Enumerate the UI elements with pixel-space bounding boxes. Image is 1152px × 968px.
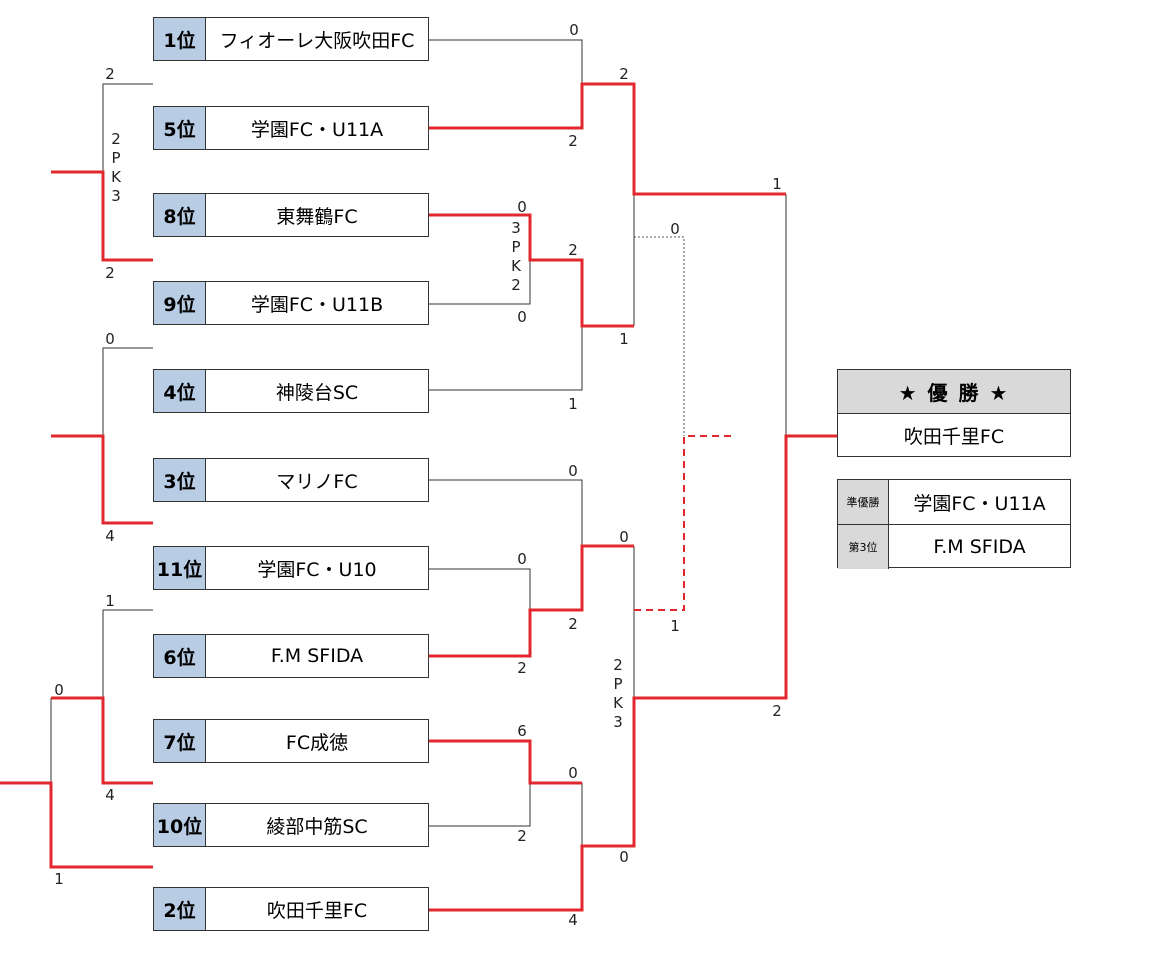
score: 0 <box>619 848 629 866</box>
score: 2 <box>772 702 782 720</box>
bracket-line <box>51 696 153 785</box>
team-rank: 5位 <box>154 107 206 149</box>
score: 0 <box>517 198 527 216</box>
team-name: フィオーレ大阪吹田FC <box>219 29 415 52</box>
champion-title: ★ 優 勝 ★ <box>838 370 1070 414</box>
champion-name: 吹田千里FC <box>903 426 1005 448</box>
team-name: 学園FC・U11B <box>250 293 384 316</box>
result-row: 準優勝 学園FC・U11A <box>838 480 1070 524</box>
score: 1 <box>772 175 782 193</box>
team-rank: 2位 <box>154 888 206 930</box>
team-rank: 1位 <box>154 18 206 60</box>
score: 2 <box>568 241 578 259</box>
score: 0 <box>569 21 579 39</box>
team-name: 神陵台SC <box>275 381 359 404</box>
result-label: 第3位 <box>838 525 889 569</box>
team-box: 9位 学園FC・U11B <box>153 281 429 325</box>
team-rank: 9位 <box>154 282 206 324</box>
loser-paths <box>50 39 787 846</box>
team-box: 7位 FC成徳 <box>153 719 429 763</box>
team-rank: 8位 <box>154 194 206 236</box>
score: 0 <box>54 681 64 699</box>
team-box: 10位 綾部中筋SC <box>153 803 429 847</box>
team-name: 綾部中筋SC <box>266 815 368 838</box>
team-rank: 4位 <box>154 370 206 412</box>
bracket-line <box>429 260 531 305</box>
third-place-dotted-line <box>634 236 685 436</box>
team-name: F.M SFIDA <box>270 645 364 667</box>
pk-label: 3 P K 2 <box>511 219 521 294</box>
team-box: 4位 神陵台SC <box>153 369 429 413</box>
score: 2 <box>517 827 527 845</box>
bracket-line <box>429 544 634 658</box>
team-rank: 6位 <box>154 635 206 677</box>
score: 2 <box>517 659 527 677</box>
score: 0 <box>105 330 115 348</box>
team-name: FC成徳 <box>285 731 349 754</box>
bracket-line <box>102 609 153 698</box>
team-box: 8位 東舞鶴FC <box>153 193 429 237</box>
winner-paths <box>0 82 837 912</box>
bracket-line <box>429 326 583 391</box>
score: 2 <box>568 615 578 633</box>
team-box: 2位 吹田千里FC <box>153 887 429 931</box>
bracket-line <box>429 739 582 785</box>
score: 0 <box>517 550 527 568</box>
score: 2 <box>568 132 578 150</box>
score: 1 <box>105 592 115 610</box>
bracket-line <box>429 213 634 328</box>
bracket-line <box>429 434 837 912</box>
score: 2 <box>619 65 629 83</box>
pk-label: 2 P K 3 <box>613 656 623 731</box>
team-box: 1位 フィオーレ大阪吹田FC <box>153 17 429 61</box>
result-label: 準優勝 <box>838 480 889 524</box>
team-rank: 3位 <box>154 459 206 501</box>
score: 4 <box>568 911 578 929</box>
score: 0 <box>568 462 578 480</box>
team-name: 東舞鶴FC <box>276 205 358 228</box>
score: 1 <box>619 330 629 348</box>
team-name: 学園FC・U10 <box>257 558 377 581</box>
score: 0 <box>568 764 578 782</box>
result-row: 第3位 F.M SFIDA <box>838 524 1070 569</box>
team-rank: 7位 <box>154 720 206 762</box>
bracket-line <box>429 479 583 546</box>
bracket-line <box>429 568 531 610</box>
team-box: 6位 F.M SFIDA <box>153 634 429 678</box>
result-value: F.M SFIDA <box>933 536 1026 558</box>
team-name: マリノFC <box>276 470 358 493</box>
score: 1 <box>568 395 578 413</box>
score: 2 <box>105 65 115 83</box>
score: 1 <box>54 870 64 888</box>
result-value: 学園FC・U11A <box>913 492 1046 515</box>
team-box: 5位 学園FC・U11A <box>153 106 429 150</box>
bracket-line <box>102 347 153 436</box>
team-rank: 11位 <box>154 547 206 589</box>
score: 4 <box>105 527 115 545</box>
team-name: 吹田千里FC <box>266 899 368 922</box>
bracket-line <box>429 39 583 84</box>
score: 0 <box>517 308 527 326</box>
third-place-dashed-line <box>634 435 736 611</box>
team-box: 11位 学園FC・U10 <box>153 546 429 590</box>
bracket-line <box>429 783 531 827</box>
team-rank: 10位 <box>154 804 206 846</box>
score: 1 <box>670 617 680 635</box>
score: 6 <box>517 722 527 740</box>
score: 0 <box>619 528 629 546</box>
bracket-line <box>429 82 786 196</box>
score: 4 <box>105 786 115 804</box>
team-box: 3位 マリノFC <box>153 458 429 502</box>
bracket-line <box>51 434 153 525</box>
bracket-line <box>0 781 153 869</box>
pk-label: 2 P K 3 <box>111 130 121 205</box>
results-box: 準優勝 学園FC・U11A 第3位 F.M SFIDA <box>837 479 1071 569</box>
bracket-line <box>51 170 153 262</box>
team-name: 学園FC・U11A <box>250 118 384 141</box>
score: 2 <box>105 264 115 282</box>
score: 0 <box>670 220 680 238</box>
champion-box: ★ 優 勝 ★ 吹田千里FC <box>837 369 1071 457</box>
